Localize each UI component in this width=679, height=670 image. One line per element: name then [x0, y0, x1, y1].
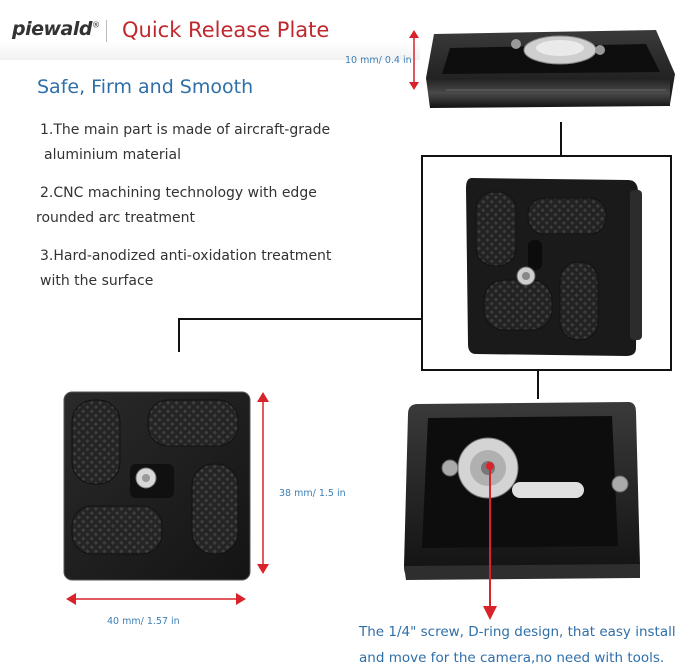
feature-3-line-1: 3.Hard-anodized anti-oxidation treatment — [40, 248, 332, 264]
thickness-arrow — [409, 30, 419, 90]
caption-line-1: The 1/4" screw, D-ring design, that easy… — [359, 624, 676, 640]
leader-line-drop — [178, 318, 180, 352]
brand-logo: piewald® — [12, 18, 100, 40]
width-dimension: 40 mm/ 1.57 in — [107, 616, 180, 627]
header-band — [0, 0, 420, 60]
thickness-dimension: 10 mm/ 0.4 in — [345, 55, 412, 66]
section-subtitle: Safe, Firm and Smooth — [37, 76, 254, 98]
height-arrow — [257, 392, 269, 574]
feature-1-line-2: aluminium material — [44, 147, 182, 163]
brand-name: piewald — [12, 18, 93, 40]
plate-texture-closeup — [466, 178, 642, 356]
feature-1-line-1: 1.The main part is made of aircraft-grad… — [40, 122, 331, 138]
header-divider — [106, 20, 107, 42]
screw-pointer-arrow — [483, 462, 497, 620]
height-dimension: 38 mm/ 1.5 in — [279, 488, 346, 499]
feature-2-line-1: 2.CNC machining technology with edge — [40, 185, 317, 201]
leader-line — [560, 122, 562, 155]
feature-2-line-2: rounded arc treatment — [36, 210, 196, 226]
plate-d-ring-view — [404, 402, 640, 580]
leader-line-horizontal — [178, 318, 421, 320]
plate-side-view — [426, 30, 675, 108]
page-title: Quick Release Plate — [122, 18, 330, 42]
leader-line-lower — [537, 371, 539, 399]
detail-frame — [421, 155, 672, 371]
width-arrow — [66, 593, 246, 605]
registered-mark: ® — [92, 20, 100, 30]
plate-top-view — [63, 391, 251, 581]
feature-3-line-2: with the surface — [40, 273, 154, 289]
caption-line-2: and move for the camera,no need with too… — [359, 650, 665, 666]
